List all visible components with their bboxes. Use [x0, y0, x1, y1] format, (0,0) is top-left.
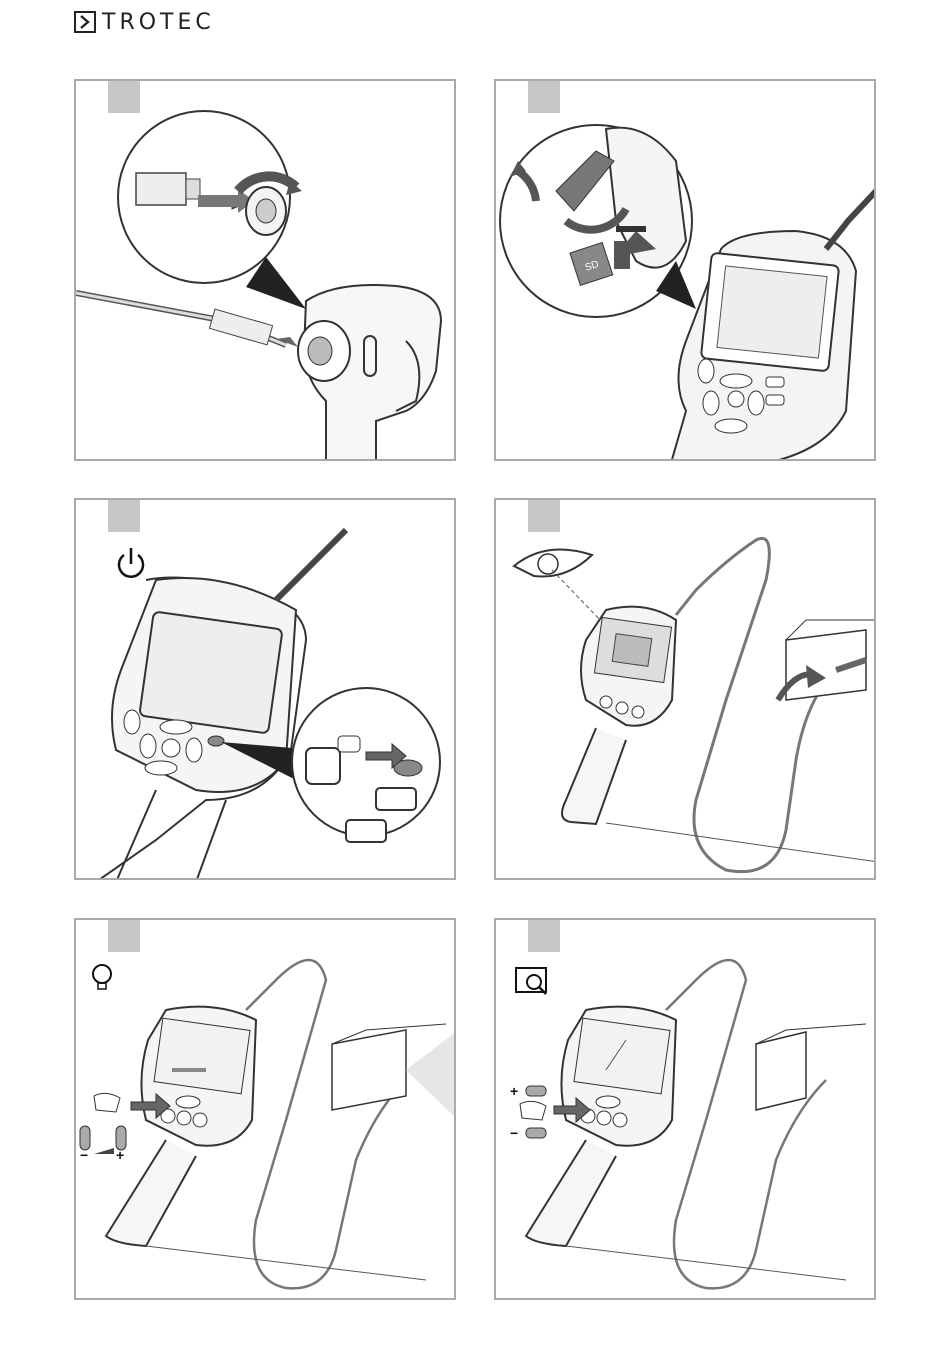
view-display-illustration: [496, 500, 876, 880]
power-on-illustration: [76, 500, 456, 880]
adjust-light-illustration: − +: [76, 920, 456, 1300]
zoom-minus-label: −: [510, 1125, 518, 1141]
panel-connect-probe: [74, 79, 456, 461]
panel-zoom: + −: [494, 918, 876, 1300]
brightness-minus-label: −: [80, 1147, 88, 1163]
connect-probe-illustration: [76, 81, 456, 461]
eye-icon: [514, 550, 592, 577]
zoom-plus-label: +: [510, 1083, 518, 1099]
trotec-logo: TROTEC: [74, 8, 215, 36]
power-icon: [119, 548, 143, 577]
brand-name: TROTEC: [102, 10, 215, 35]
brightness-plus-label: +: [116, 1147, 124, 1163]
light-bulb-icon: [93, 965, 111, 989]
insert-sd-card-illustration: SD: [496, 81, 876, 461]
zoom-illustration: + −: [496, 920, 876, 1300]
chevron-right-icon: [74, 11, 96, 33]
panel-view-display: [494, 498, 876, 880]
panel-adjust-light: − +: [74, 918, 456, 1300]
zoom-icon: [516, 968, 546, 994]
panel-insert-sd-card: SD: [494, 79, 876, 461]
panel-power-on: [74, 498, 456, 880]
